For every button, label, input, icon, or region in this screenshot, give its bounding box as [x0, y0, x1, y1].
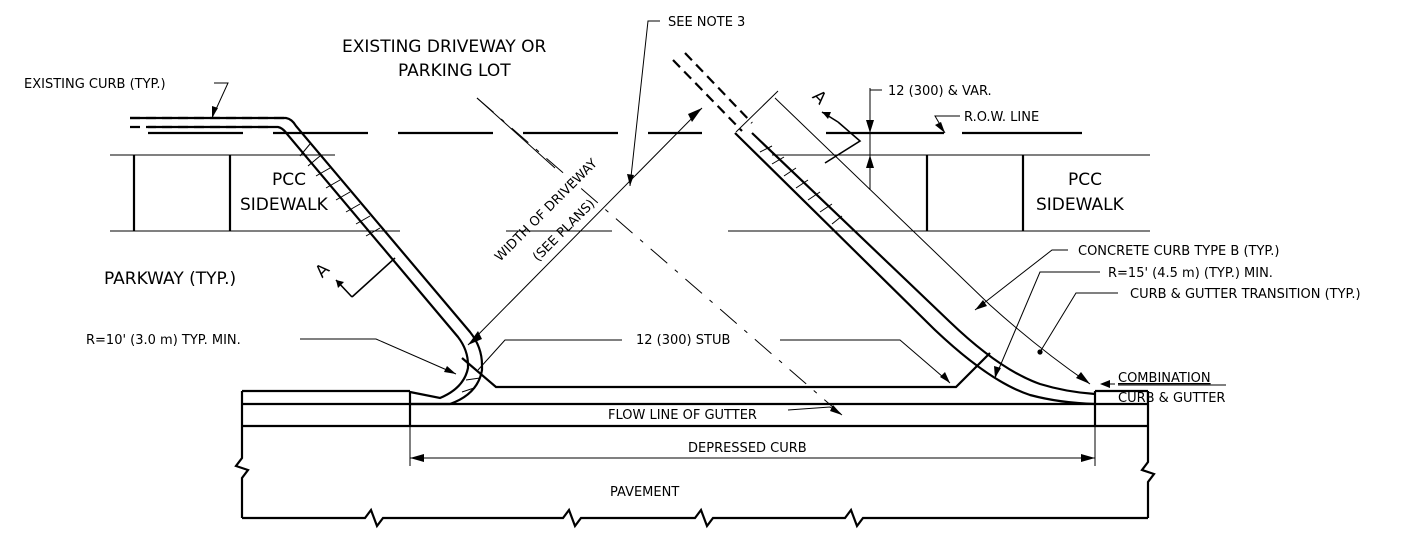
existing-curb-arrow — [212, 106, 218, 118]
pcc-left-label-1: PCC — [272, 170, 306, 190]
right-flare-curb-outer — [734, 132, 1096, 406]
combination-label-1: COMBINATION — [1118, 371, 1211, 386]
depressed-curb-arrow-right — [1081, 454, 1095, 462]
existing-driveway-leader — [476, 97, 556, 169]
radius-right-label: R=15' (4.5 m) (TYP.) MIN. — [1108, 266, 1273, 281]
see-note-label: SEE NOTE 3 — [668, 15, 745, 30]
radius-right-leader — [994, 271, 1100, 379]
stub-leader-left — [477, 339, 622, 371]
pcc-right-label-2: SIDEWALK — [1036, 195, 1125, 215]
offset-arrow-bottom — [866, 155, 874, 168]
combination-arrow — [1100, 380, 1110, 388]
row-offset-label: 12 (300) & VAR. — [888, 84, 992, 99]
width-arrow-end — [688, 108, 702, 122]
width-extension-right — [735, 90, 779, 133]
pavement-label: PAVEMENT — [610, 485, 679, 500]
section-left-label: A — [312, 259, 335, 282]
see-note-leader — [629, 20, 660, 187]
stub-arrow-right — [940, 372, 950, 383]
curb-type-b-arrow — [975, 300, 987, 310]
transition-leader — [1039, 292, 1118, 353]
see-note-arrow — [627, 174, 634, 186]
curb-type-b-label: CONCRETE CURB TYPE B (TYP.) — [1078, 244, 1279, 259]
stub-line — [461, 352, 991, 389]
parkway-label: PARKWAY (TYP.) — [104, 269, 236, 289]
existing-curb-leader — [211, 82, 229, 119]
radius-left-leader — [300, 338, 457, 375]
depressed-curb-label: DEPRESSED CURB — [688, 441, 807, 456]
left-flare-curb-inner — [148, 125, 470, 400]
pcc-left-label-2: SIDEWALK — [240, 195, 329, 215]
radius-right-line — [774, 97, 1091, 385]
section-marker-left: A — [312, 257, 396, 298]
flow-line-arrow — [830, 405, 842, 415]
stub-label: 12 (300) STUB — [636, 333, 730, 348]
left-flare-hatch — [299, 143, 481, 393]
row-arrow — [935, 122, 945, 133]
existing-driveway-label-2: PARKING LOT — [398, 61, 511, 81]
radius-right-leader-arrow — [994, 366, 1001, 378]
row-line-label: R.O.W. LINE — [964, 110, 1039, 125]
curb-type-b-leader — [974, 249, 1068, 311]
existing-curb-dashed-diag-2 — [684, 52, 753, 124]
pavement-left-edge — [234, 426, 250, 518]
existing-driveway-label-1: EXISTING DRIVEWAY OR — [342, 37, 547, 57]
width-dimension-line — [467, 107, 703, 346]
pavement-right-edge — [1140, 426, 1156, 518]
radius-left-label: R=10' (3.0 m) TYP. MIN. — [86, 333, 241, 348]
radius-right-arrowhead — [1076, 372, 1090, 384]
pavement-bottom-edge — [242, 507, 1148, 529]
depressed-curb-arrow-left — [410, 454, 424, 462]
section-marker-right: A — [808, 87, 862, 164]
driveway-centerline — [476, 97, 843, 416]
flow-line-label: FLOW LINE OF GUTTER — [608, 408, 757, 423]
combination-label-2: CURB & GUTTER — [1118, 391, 1225, 406]
pcc-right-label-1: PCC — [1068, 170, 1102, 190]
stub-leader-right — [780, 339, 951, 384]
left-flare-curb-outer — [130, 116, 484, 406]
radius-left-arrow — [444, 366, 456, 374]
section-right-label: A — [808, 87, 831, 110]
offset-arrow-top — [866, 120, 874, 133]
existing-curb-label: EXISTING CURB (TYP.) — [24, 77, 166, 92]
width-arrow-start — [468, 331, 482, 345]
right-flare-curb-inner — [751, 132, 1096, 396]
transition-dot — [1037, 349, 1043, 355]
transition-label: CURB & GUTTER TRANSITION (TYP.) — [1130, 287, 1361, 302]
existing-curb-dashed-diag-1 — [672, 59, 743, 132]
right-flare-hatch — [759, 145, 843, 225]
